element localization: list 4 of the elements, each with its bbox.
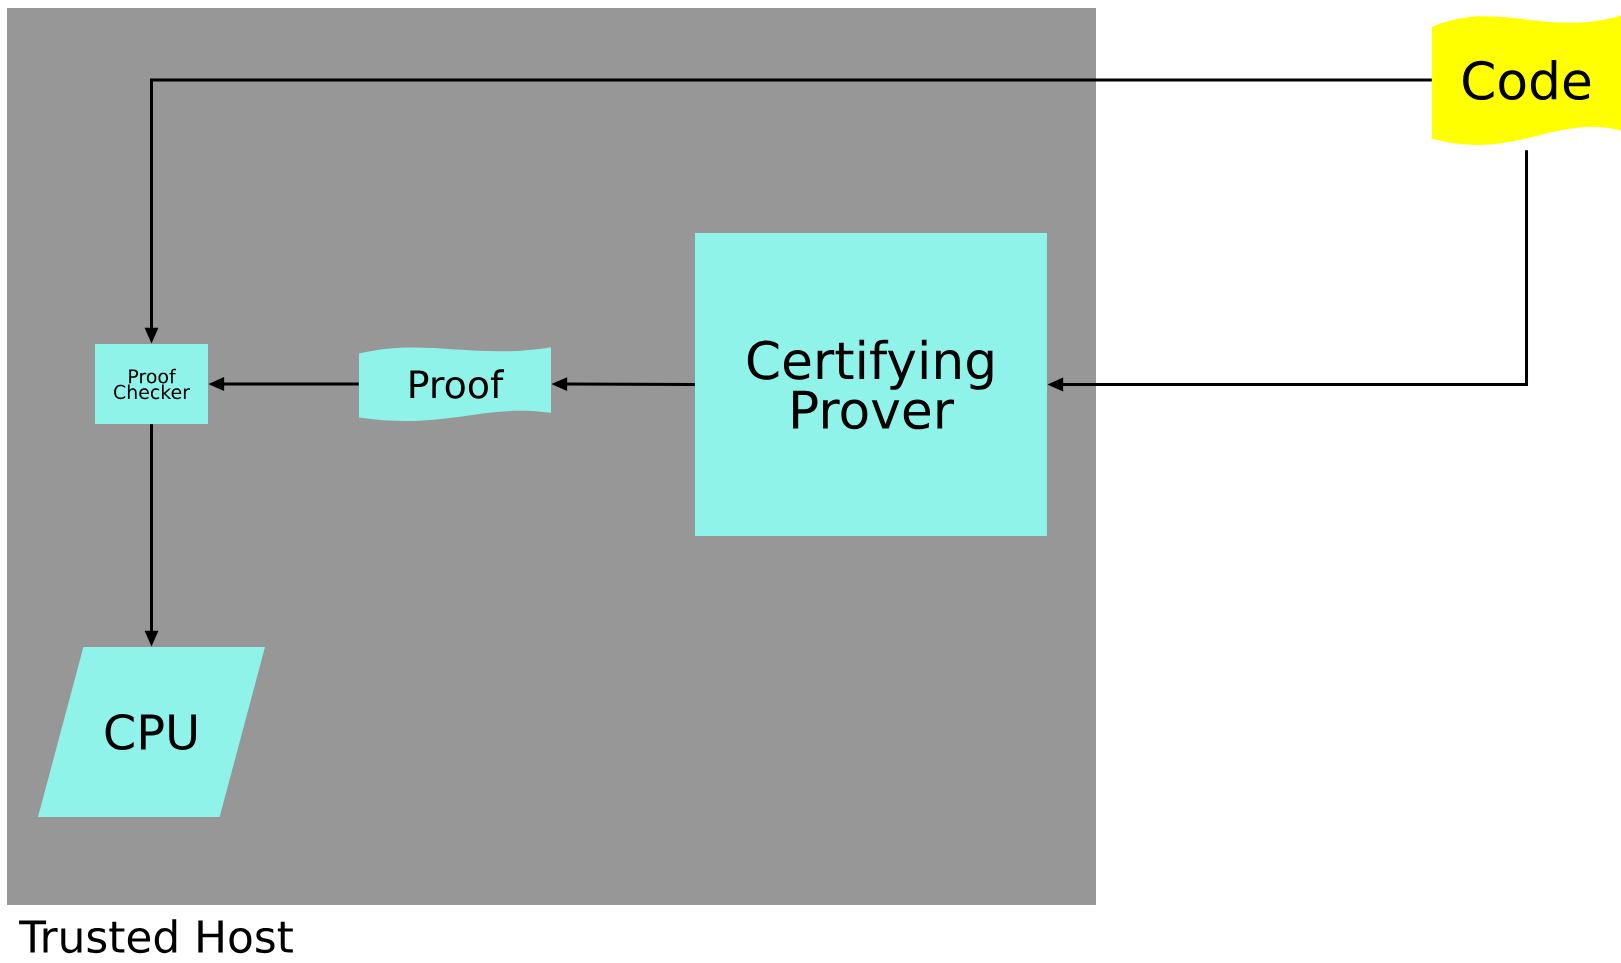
process-box: Proof Checker: [95, 344, 208, 424]
data-parallelogram: CPU: [38, 647, 265, 817]
process-box: Certifying Prover: [695, 233, 1047, 536]
region-label: Trusted Host: [19, 919, 293, 954]
